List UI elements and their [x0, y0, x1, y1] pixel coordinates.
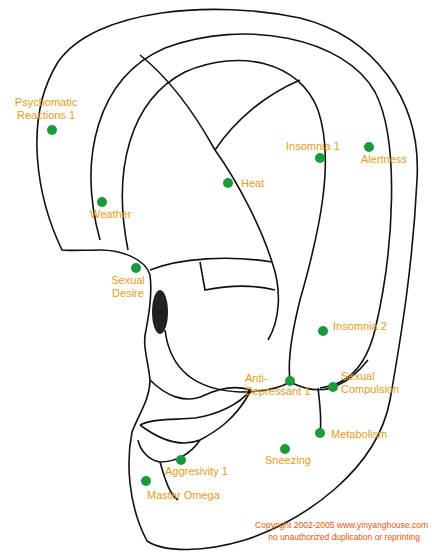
point-label: Sexual Compulsion [341, 370, 413, 396]
point-label: Alertness [361, 153, 407, 166]
point-label: Insomnia 1 [286, 140, 340, 153]
ear-canal [152, 290, 168, 334]
acupoint-dots [47, 125, 374, 486]
point-label: Weather [90, 208, 131, 221]
acupoint-dot [364, 142, 374, 152]
copyright-note: Copyright 2002-2005 www.yinyanghouse.com [255, 520, 428, 531]
point-label: Anti-Depressant 1 [245, 372, 319, 398]
concha-inner [200, 262, 275, 290]
point-label: Master Omega [147, 489, 220, 502]
antitragus [140, 380, 250, 425]
acupoint-dot [141, 476, 151, 486]
point-label: Sneezing [265, 454, 311, 467]
crus-line [215, 150, 272, 262]
acupoint-dot [315, 428, 325, 438]
acupoint-dot [315, 153, 325, 163]
point-label: Psychomatic Reactions 1 [8, 96, 84, 122]
point-label: Heat [241, 177, 264, 190]
acupoint-dot [47, 125, 57, 135]
acupoint-dot [131, 263, 141, 273]
antihelix [122, 61, 325, 380]
concha-lower [165, 330, 290, 392]
lobe-line [138, 392, 250, 462]
point-label: Metabolism [331, 428, 387, 441]
acupoint-dot [318, 326, 328, 336]
concha-upper [150, 258, 278, 340]
acupoint-dot [285, 376, 295, 386]
acupoint-dot [328, 382, 338, 392]
helix-inner [91, 34, 391, 388]
acupoint-dot [97, 197, 107, 207]
acupoint-dot [280, 444, 290, 454]
point-label: Sexual Desire [106, 274, 150, 300]
point-label: Aggresivity 1 [165, 465, 228, 478]
ear-lines [37, 9, 417, 549]
acupoint-dot [223, 178, 233, 188]
point-label: Insomnia 2 [333, 320, 387, 333]
acupoint-dot [176, 455, 186, 465]
copyright-note: no unauthorized duplication or reprintin… [268, 532, 420, 543]
ear-outline [37, 9, 417, 549]
triangular-fossa [140, 55, 300, 150]
